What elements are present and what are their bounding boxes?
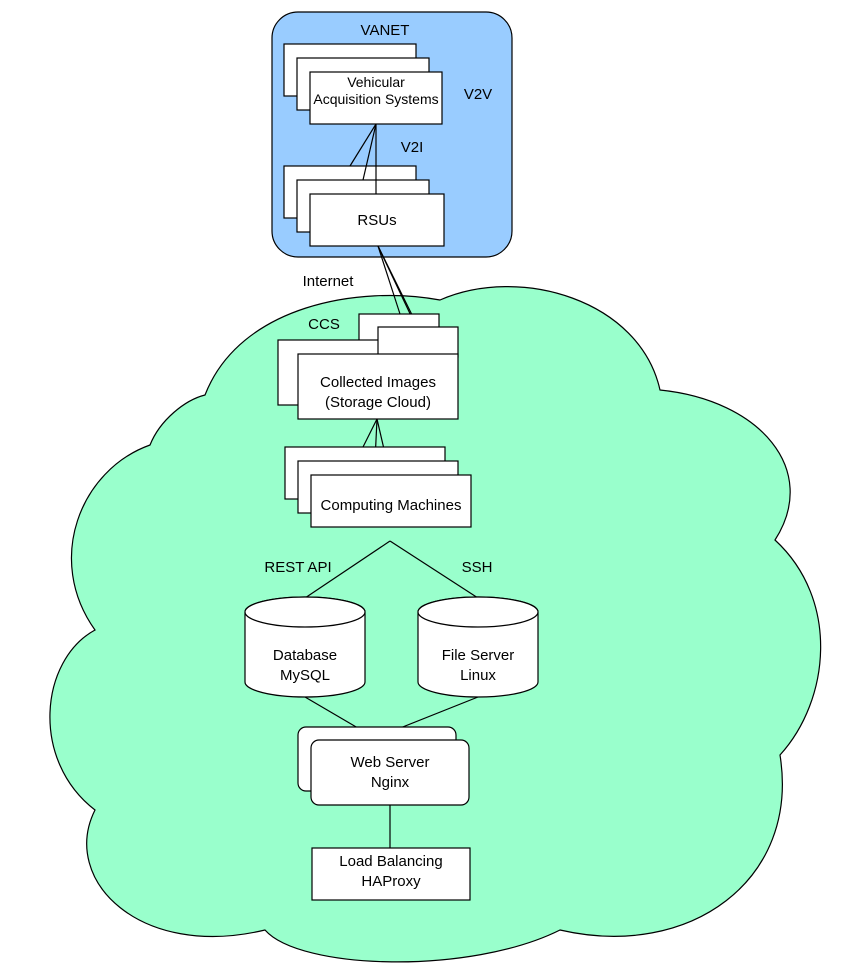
load-balancer-label-line1: Load Balancing [339, 853, 442, 870]
v2v-label: V2V [464, 86, 492, 103]
vanet-title: VANET [361, 22, 410, 39]
api-ssh-links [304, 540, 479, 599]
internet-label: Internet [303, 273, 355, 290]
web-server-label-line1: Web Server [351, 754, 430, 771]
file-server-label-line1: File Server [442, 647, 515, 664]
computing-machines-stack [284, 446, 472, 528]
vehicular-acquisition-stack [283, 43, 443, 125]
ssh-label: SSH [462, 559, 493, 576]
database-label-line1: Database [273, 647, 337, 664]
computing-machines-label: Computing Machines [321, 497, 462, 514]
load-balancer-box [311, 847, 471, 901]
rsus-label: RSUs [357, 212, 396, 229]
database-label-line2: MySQL [280, 667, 330, 684]
rest-api-label: REST API [264, 559, 331, 576]
v2i-label: V2I [401, 139, 424, 156]
load-balancer-label-line2: HAProxy [361, 873, 421, 890]
vehicular-label-line2: Acquisition Systems [313, 91, 438, 107]
collected-images-line1: Collected Images [320, 374, 436, 391]
file-server-cylinder [417, 596, 539, 698]
web-server-stack [297, 726, 470, 806]
vehicular-label-line1: Vehicular [347, 74, 405, 90]
collected-images-line2: (Storage Cloud) [325, 394, 431, 411]
ccs-title: CCS [308, 316, 340, 333]
rsu-stack [283, 165, 445, 247]
web-server-label-line2: Nginx [371, 774, 410, 791]
collected-images-stack [277, 313, 459, 420]
file-server-label-line2: Linux [460, 667, 496, 684]
database-cylinder [244, 596, 366, 698]
v2i-links [349, 123, 377, 194]
